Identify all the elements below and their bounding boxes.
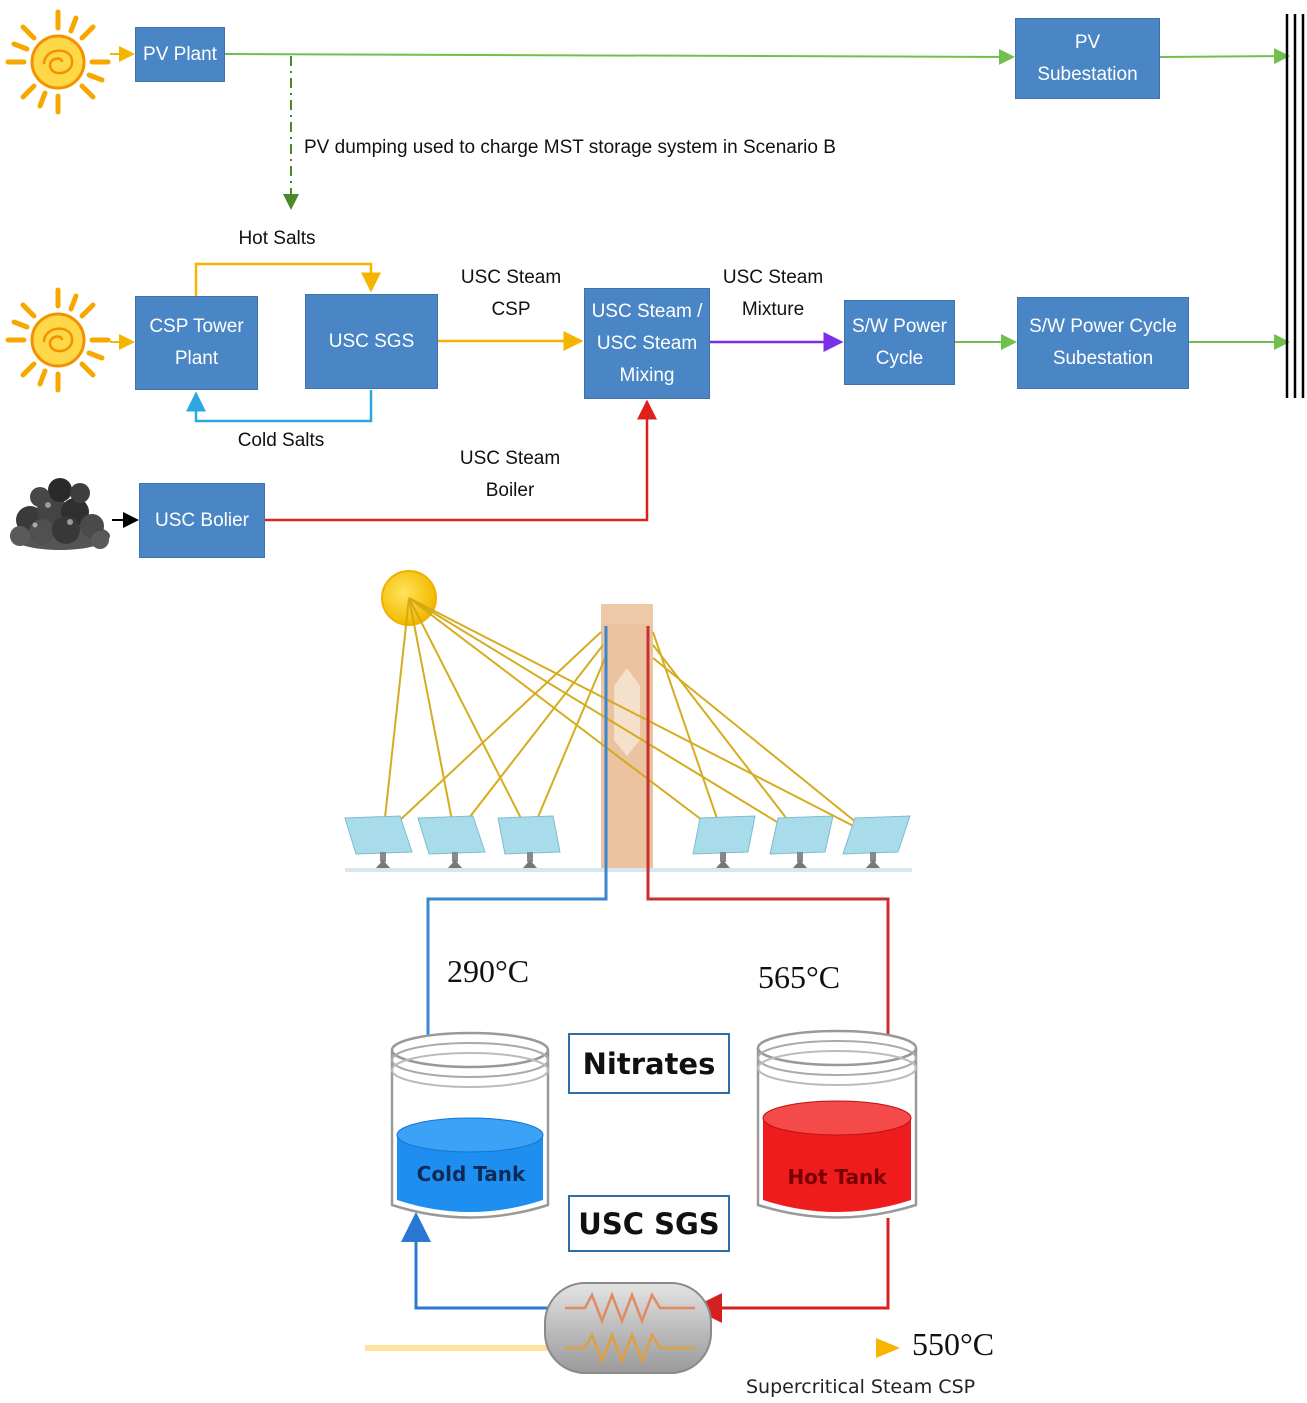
usc-sgs-schematic-label: USC SGS — [568, 1195, 730, 1252]
steam-temp-label: 550°C — [912, 1326, 995, 1362]
cold-salts-label: Cold Salts — [237, 430, 325, 451]
nitrates-label: Nitrates — [568, 1033, 730, 1094]
heliostat-icon — [344, 815, 911, 868]
pv-to-substation-line — [224, 48, 1015, 65]
steam-out-arrowhead — [876, 1338, 900, 1358]
usc-steam-boiler-line — [265, 399, 657, 522]
cold-temp-label: 290°C — [447, 953, 530, 989]
hot-return-pipe — [646, 626, 890, 1038]
hot-tank — [756, 1029, 918, 1219]
hot-tank-label: Hot Tank — [787, 1165, 887, 1189]
usc-boiler-block: USC Bolier — [139, 483, 265, 558]
hot-temp-label: 565°C — [758, 959, 841, 995]
sun-icon — [5, 9, 111, 115]
heat-exchanger-icon — [544, 1282, 712, 1374]
usc-steam-csp-label: USC Steam CSP — [460, 267, 562, 320]
cold-tank — [390, 1031, 550, 1219]
usc-sgs-block: USC SGS — [305, 294, 438, 389]
usc-steam-boiler-label: USC Steam Boiler — [459, 448, 561, 501]
receiver-tower-icon — [601, 604, 653, 868]
grid-busbar — [1285, 14, 1305, 398]
cold-riser-pipe — [426, 626, 608, 1045]
schematic-caption: Supercritical Steam CSP — [746, 1376, 976, 1398]
pv-substation-block: PV Subestation — [1015, 18, 1160, 99]
pv-dumping-label: PV dumping used to charge MST storage sy… — [304, 137, 836, 158]
hot-salts-line — [194, 262, 381, 296]
cold-salts-line — [186, 390, 373, 423]
sw-power-cycle-block: S/W Power Cycle — [844, 300, 955, 385]
coal-icon — [10, 478, 110, 550]
sun-icon — [5, 287, 111, 393]
sw-substation-block: S/W Power Cycle Subestation — [1017, 297, 1189, 389]
hx-to-cold-pipe — [401, 1212, 560, 1310]
hot-salts-label: Hot Salts — [238, 228, 316, 249]
usc-steam-mixture-label: USC Steam Mixture — [722, 267, 824, 320]
solar-rays — [382, 597, 874, 837]
pv-substation-to-grid-line — [1159, 48, 1290, 65]
hot-to-hx-pipe — [692, 1218, 890, 1323]
usc-mixing-block: USC Steam / USC Steam Mixing — [584, 288, 710, 399]
pv-plant-block: PV Plant — [135, 27, 225, 82]
csp-tower-block: CSP Tower Plant — [135, 296, 258, 390]
cold-tank-label: Cold Tank — [416, 1162, 526, 1186]
